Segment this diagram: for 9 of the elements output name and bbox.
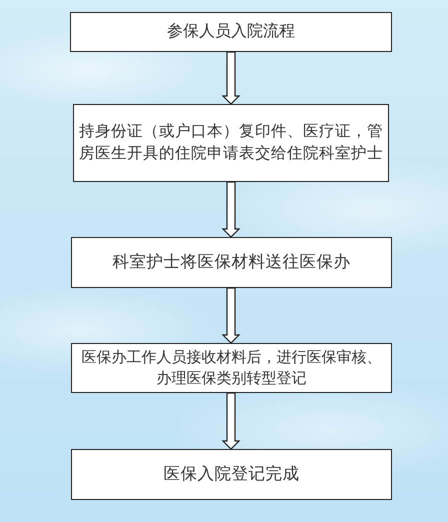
block-arrow <box>222 181 240 238</box>
block-arrow <box>222 287 240 344</box>
process-box: 科室护士将医保材料送往医保办 <box>71 237 392 288</box>
process-box: 医保办工作人员接收材料后，进行医保审核、办理医保类别转型登记 <box>71 343 392 393</box>
process-box: 参保人员入院流程 <box>70 12 392 52</box>
block-arrow <box>222 51 240 105</box>
process-box: 医保入院登记完成 <box>71 449 392 500</box>
block-arrow <box>222 392 240 450</box>
process-box: 持身份证（或户口本）复印件、医疗证，管房医生开具的住院申请表交给住院科室护士 <box>73 104 389 182</box>
